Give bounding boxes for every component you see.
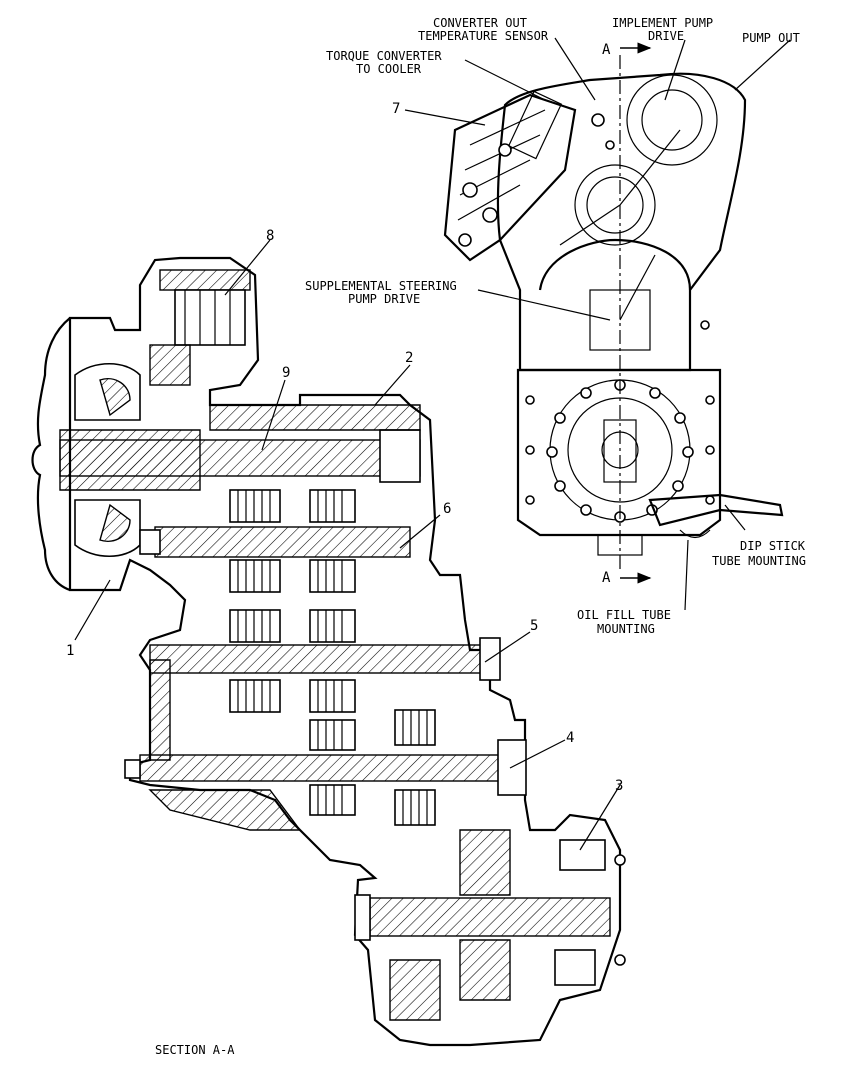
dip-stick-label-1: DIP STICK bbox=[740, 539, 806, 553]
implement-pump-drive-label-1: IMPLEMENT PUMP bbox=[612, 16, 713, 30]
section-caption: SECTION A-A bbox=[155, 1043, 235, 1057]
callout-3: 3 bbox=[615, 778, 623, 794]
section-marker-top: A bbox=[602, 42, 611, 58]
section-marker-bottom: A bbox=[602, 570, 611, 586]
callout-1: 1 bbox=[66, 643, 74, 659]
end-view-housing bbox=[496, 72, 784, 556]
callouts: 1 2 3 4 5 6 7 8 9 bbox=[66, 101, 623, 794]
oil-fill-label-2: MOUNTING bbox=[597, 622, 655, 636]
callout-4: 4 bbox=[566, 730, 574, 746]
callout-8: 8 bbox=[266, 228, 274, 244]
supplemental-steering-label-1: SUPPLEMENTAL STEERING bbox=[305, 279, 457, 293]
clutch-packs bbox=[229, 489, 436, 826]
leader-lines bbox=[74, 37, 791, 851]
callout-2: 2 bbox=[405, 350, 413, 366]
labels: CONVERTER OUT TEMPERATURE SENSOR IMPLEME… bbox=[155, 16, 806, 1057]
pump-out-label: PUMP OUT bbox=[742, 31, 800, 45]
callout-6: 6 bbox=[443, 501, 451, 517]
control-valve bbox=[443, 90, 577, 262]
callout-9: 9 bbox=[282, 365, 290, 381]
torque-converter-to-cooler-label-2: TO COOLER bbox=[356, 62, 422, 76]
converter-out-sensor-label-2: TEMPERATURE SENSOR bbox=[418, 29, 549, 43]
implement-pump-drive-label-2: DRIVE bbox=[648, 29, 684, 43]
section-view bbox=[31, 256, 626, 1047]
supplemental-steering-label-2: PUMP DRIVE bbox=[348, 292, 420, 306]
callout-7: 7 bbox=[392, 101, 400, 117]
oil-fill-label-1: OIL FILL TUBE bbox=[577, 608, 671, 622]
callout-5: 5 bbox=[530, 618, 538, 634]
torque-converter-to-cooler-label-1: TORQUE CONVERTER bbox=[326, 49, 442, 63]
converter-out-sensor-label-1: CONVERTER OUT bbox=[433, 16, 527, 30]
dip-stick-label-2: TUBE MOUNTING bbox=[712, 554, 806, 568]
section-line bbox=[559, 42, 681, 584]
